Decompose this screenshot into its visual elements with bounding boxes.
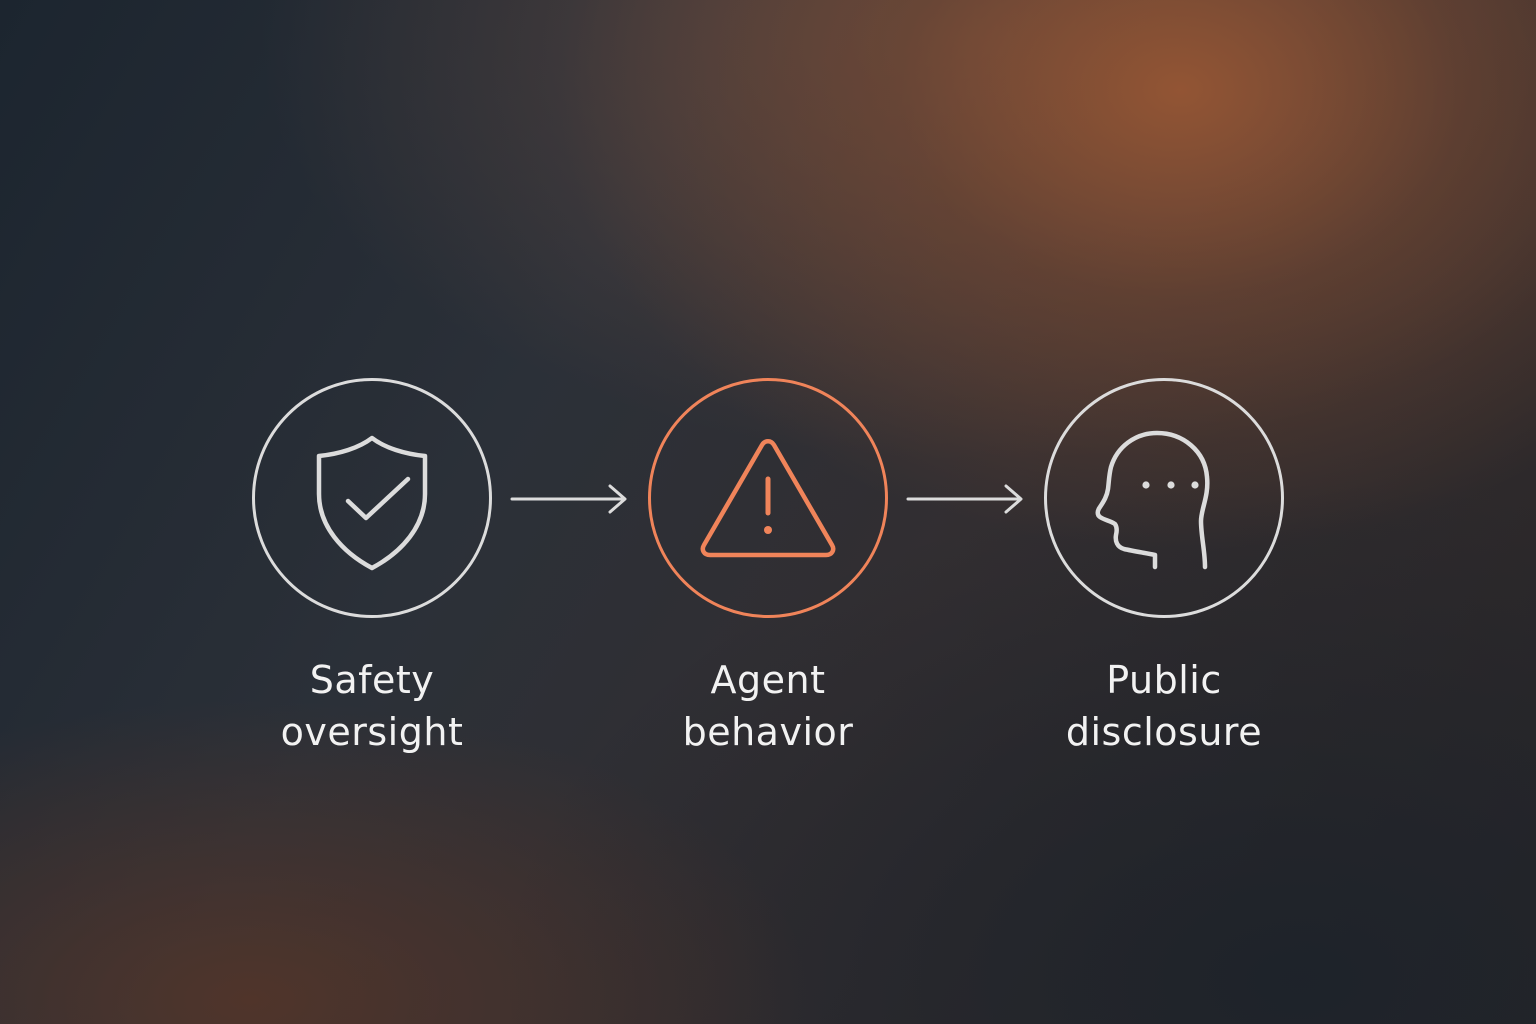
step-node-safety-oversight (252, 378, 492, 618)
step-label-line: disclosure (1065, 710, 1263, 754)
step-label-line: Agent (710, 658, 826, 702)
arrow-right-icon (906, 484, 1023, 514)
step-label-line: behavior (682, 710, 854, 754)
step-label-line: Public (1106, 658, 1222, 702)
step-node-agent-behavior (648, 378, 888, 618)
arrow-right-icon (510, 484, 627, 514)
step-label-line: oversight (280, 710, 464, 754)
step-label-line: Safety (309, 658, 435, 702)
head-speaking-icon (1095, 430, 1210, 570)
step-node-public-disclosure (1044, 378, 1284, 618)
step-label-safety-oversight: Safety oversight (212, 654, 532, 758)
step-label-public-disclosure: Public disclosure (1004, 654, 1324, 758)
step-label-agent-behavior: Agent behavior (608, 654, 928, 758)
warning-triangle-icon (700, 439, 836, 558)
shield-check-icon (316, 435, 428, 571)
